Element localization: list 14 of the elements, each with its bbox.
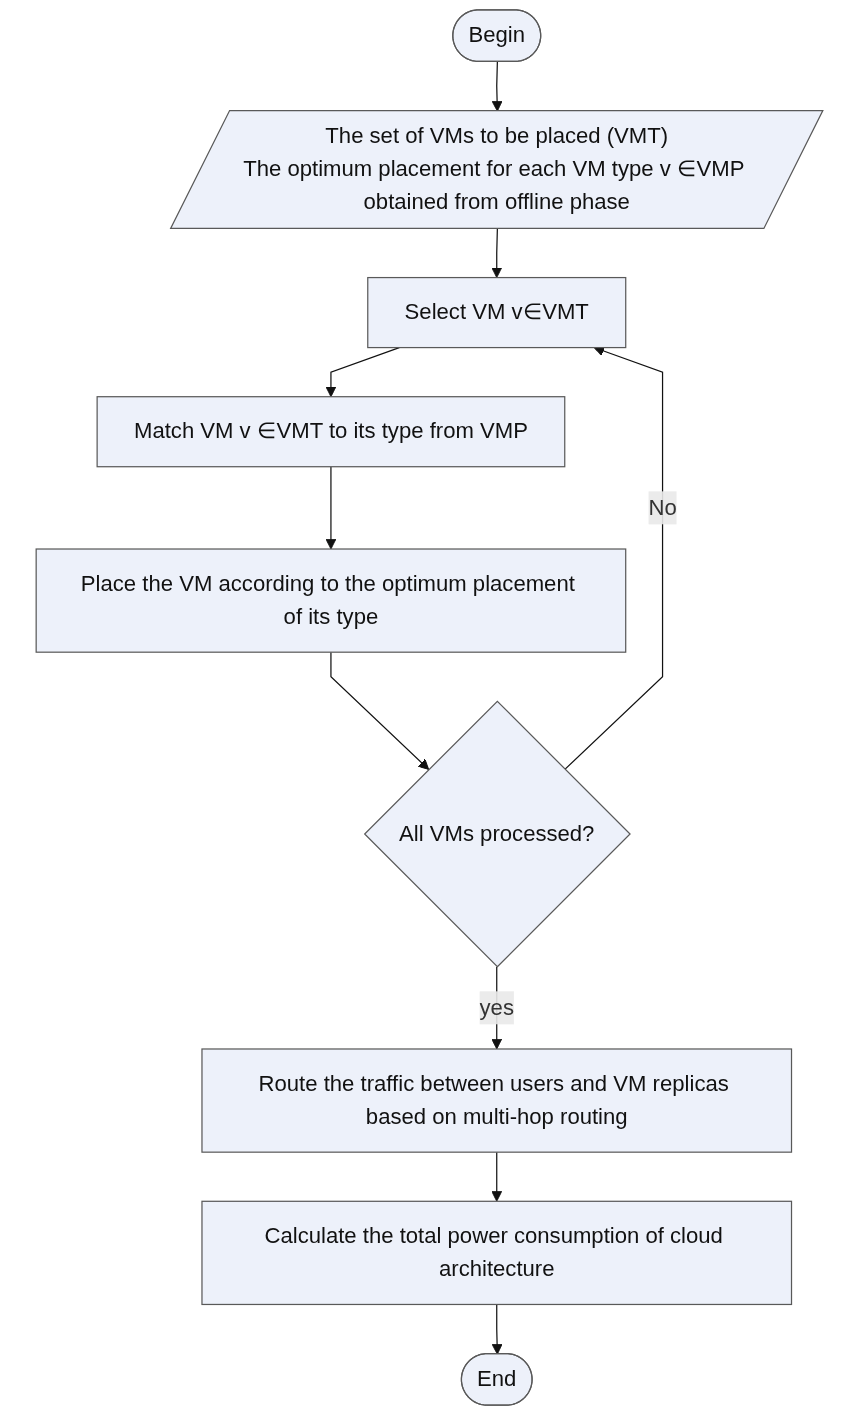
edge-label: yes <box>479 994 514 1020</box>
arrow <box>325 466 337 550</box>
node-diamond: All VMs processed? <box>363 700 631 968</box>
node-box: Match VM v ∈VMT to its type from VMP <box>96 396 566 468</box>
node-box: Select VM v∈VMT <box>367 276 627 349</box>
arrow <box>491 1303 503 1355</box>
node-box: Calculate the total power consumption of cloud architecture <box>201 1200 793 1306</box>
node-box: Route the traffic between users and VM replicas based on multi-hop routing <box>201 1048 793 1153</box>
node-box: Place the VM according to the optimum placement of its type <box>35 548 627 653</box>
arrow <box>491 228 503 279</box>
arrow <box>491 1151 503 1202</box>
arrow <box>330 651 430 770</box>
arrow <box>325 346 400 398</box>
edge-label: No <box>648 494 677 520</box>
